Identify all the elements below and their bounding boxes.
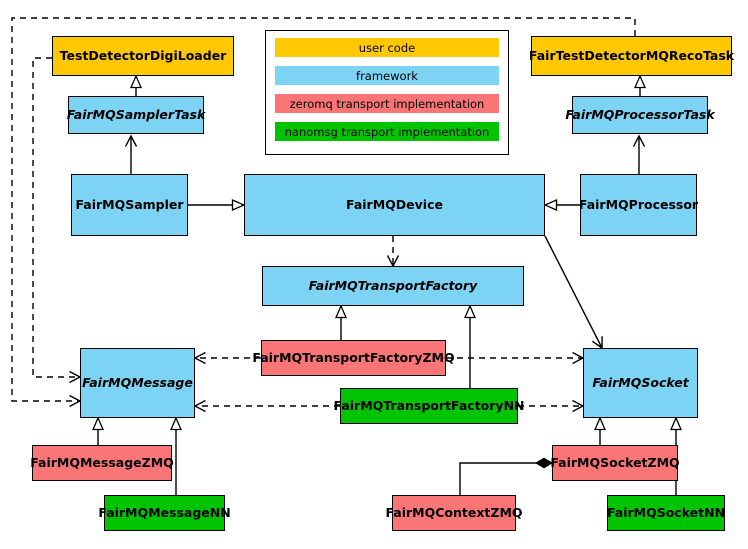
- node-testdetectordigiloader[interactable]: TestDetectorDigiLoader: [52, 36, 234, 76]
- node-fairmqmessage[interactable]: FairMQMessage: [80, 348, 195, 418]
- node-label: FairMQDevice: [346, 197, 443, 213]
- node-label: FairMQContextZMQ: [385, 505, 523, 521]
- edge-device-socket: [544, 235, 602, 348]
- node-fairmqcontextzmq[interactable]: FairMQContextZMQ: [385, 495, 523, 531]
- node-label: FairMQTransportFactoryNN: [333, 398, 525, 414]
- node-fairmqprocessor[interactable]: FairMQProcessor: [578, 174, 699, 236]
- node-label: FairMQSampler: [75, 197, 184, 213]
- node-label: FairMQProcessor: [578, 197, 699, 213]
- node-fairmqmessagezmq[interactable]: FairMQMessageZMQ: [30, 445, 174, 481]
- legend-item-nanomsg: nanomsg transport implementation: [275, 122, 499, 141]
- node-fairtestdetectormqrecotask[interactable]: FairTestDetectorMQRecoTask: [528, 36, 735, 76]
- node-label: TestDetectorDigiLoader: [59, 48, 227, 64]
- legend-item-framework: framework: [275, 66, 499, 85]
- node-label: FairMQSocketZMQ: [550, 455, 680, 471]
- legend-item-user-code: user code: [275, 38, 499, 57]
- node-fairmqsocketnn[interactable]: FairMQSocketNN: [607, 495, 725, 531]
- node-fairmqtransportfactory[interactable]: FairMQTransportFactory: [262, 266, 524, 306]
- node-label: FairMQProcessorTask: [565, 107, 715, 123]
- node-label: FairMQTransportFactory: [308, 278, 478, 294]
- node-fairmqsocket[interactable]: FairMQSocket: [583, 348, 698, 418]
- node-fairmqsamplertask[interactable]: FairMQSamplerTask: [66, 96, 206, 134]
- node-label: FairMQSamplerTask: [66, 107, 206, 123]
- node-fairmqsampler[interactable]: FairMQSampler: [71, 174, 188, 236]
- legend-label: user code: [358, 40, 416, 55]
- node-fairmqsocketzmq[interactable]: FairMQSocketZMQ: [550, 445, 680, 481]
- node-label: FairMQMessage: [82, 375, 193, 391]
- node-fairmqtransportfactoryzmq[interactable]: FairMQTransportFactoryZMQ: [252, 340, 455, 376]
- node-fairmqprocessortask[interactable]: FairMQProcessorTask: [565, 96, 715, 134]
- node-label: FairMQMessageNN: [98, 505, 231, 521]
- node-label: FairMQMessageZMQ: [30, 455, 174, 471]
- legend-label: framework: [356, 68, 418, 83]
- node-label: FairMQTransportFactoryZMQ: [252, 350, 455, 366]
- node-label: FairMQSocketNN: [606, 505, 726, 521]
- legend-label: nanomsg transport implementation: [284, 124, 490, 139]
- legend: user code framework zeromq transport imp…: [265, 30, 509, 155]
- node-label: FairMQSocket: [592, 375, 689, 391]
- node-fairmqdevice[interactable]: FairMQDevice: [244, 174, 545, 236]
- edge-socketzmq-contextzmq: [459, 457, 553, 495]
- node-fairmqmessagenn[interactable]: FairMQMessageNN: [98, 495, 231, 531]
- node-fairmqtransportfactorynn[interactable]: FairMQTransportFactoryNN: [334, 388, 525, 424]
- legend-item-zeromq: zeromq transport implementation: [275, 94, 499, 113]
- legend-label: zeromq transport implementation: [289, 96, 485, 111]
- node-label: FairTestDetectorMQRecoTask: [528, 48, 735, 64]
